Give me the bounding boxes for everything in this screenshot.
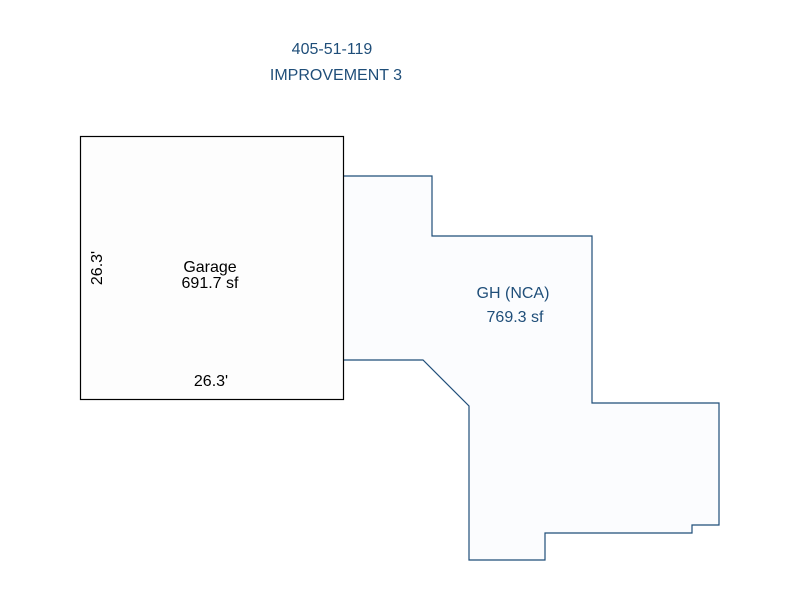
garage-height-dimension: 26.3' xyxy=(89,251,106,285)
parcel-number: 405-51-119 xyxy=(292,41,373,58)
improvement-label: IMPROVEMENT 3 xyxy=(270,67,402,84)
garage-name-label: Garage xyxy=(183,259,236,276)
garage-width-dimension: 26.3' xyxy=(194,373,228,390)
garage-area-label: 691.7 sf xyxy=(182,275,239,292)
guest-house-area-label: 769.3 sf xyxy=(487,309,544,326)
guest-house-outline xyxy=(342,175,720,561)
guest-house-name-label: GH (NCA) xyxy=(477,285,550,302)
garage-outline xyxy=(79,135,345,401)
